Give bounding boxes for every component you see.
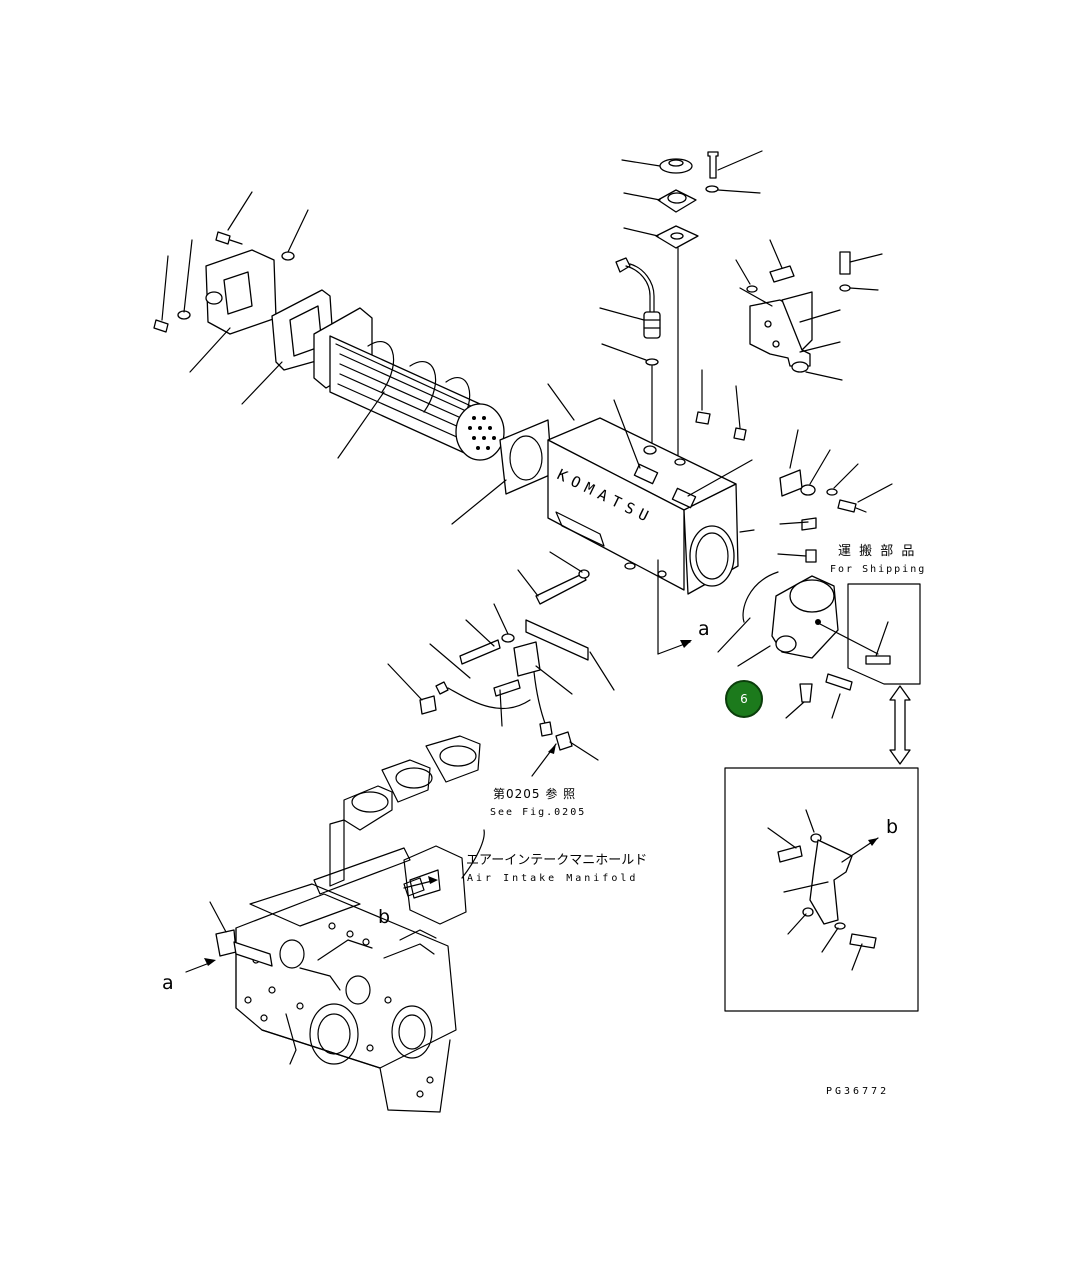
- air-intake-manifold: [185, 735, 485, 1113]
- ref-arrow-a-upper: [657, 559, 692, 655]
- shipping-box: [847, 583, 921, 685]
- lower-mounting-parts: [387, 551, 667, 777]
- shipping-label-en: For Shipping: [830, 564, 927, 575]
- ref-label-b-detail: b: [886, 816, 899, 838]
- detail-box: [724, 767, 919, 1012]
- ref-label-a-lower: a: [162, 972, 174, 994]
- top-cap-assembly: [621, 150, 763, 456]
- right-small-parts: [777, 429, 893, 563]
- ref-label-a-upper: a: [698, 618, 710, 640]
- cooler-core: [313, 307, 505, 461]
- see-fig-label-en: See Fig.0205: [490, 807, 587, 818]
- cooler-housing: [547, 369, 755, 595]
- item-6-badge-label: 6: [740, 692, 748, 706]
- manifold-label-en: Air Intake Manifold: [467, 873, 639, 884]
- item-6-badge[interactable]: 6: [725, 680, 763, 718]
- housing-gasket: [451, 419, 553, 525]
- end-cover-assembly: [153, 191, 335, 405]
- double-arrow: [889, 685, 911, 765]
- shipping-label-jp: 運 搬 部 品: [838, 544, 917, 559]
- outlet-elbow: [717, 571, 879, 719]
- see-fig-label-jp: 第0205 参 照: [493, 787, 577, 801]
- figure-code: PG36772: [826, 1086, 890, 1097]
- sensor-assembly: [599, 257, 661, 446]
- ref-label-b-manifold: b: [378, 906, 391, 928]
- bracket-assembly: [735, 239, 883, 381]
- manifold-label-jp: エアーインテークマニホールド: [466, 853, 648, 868]
